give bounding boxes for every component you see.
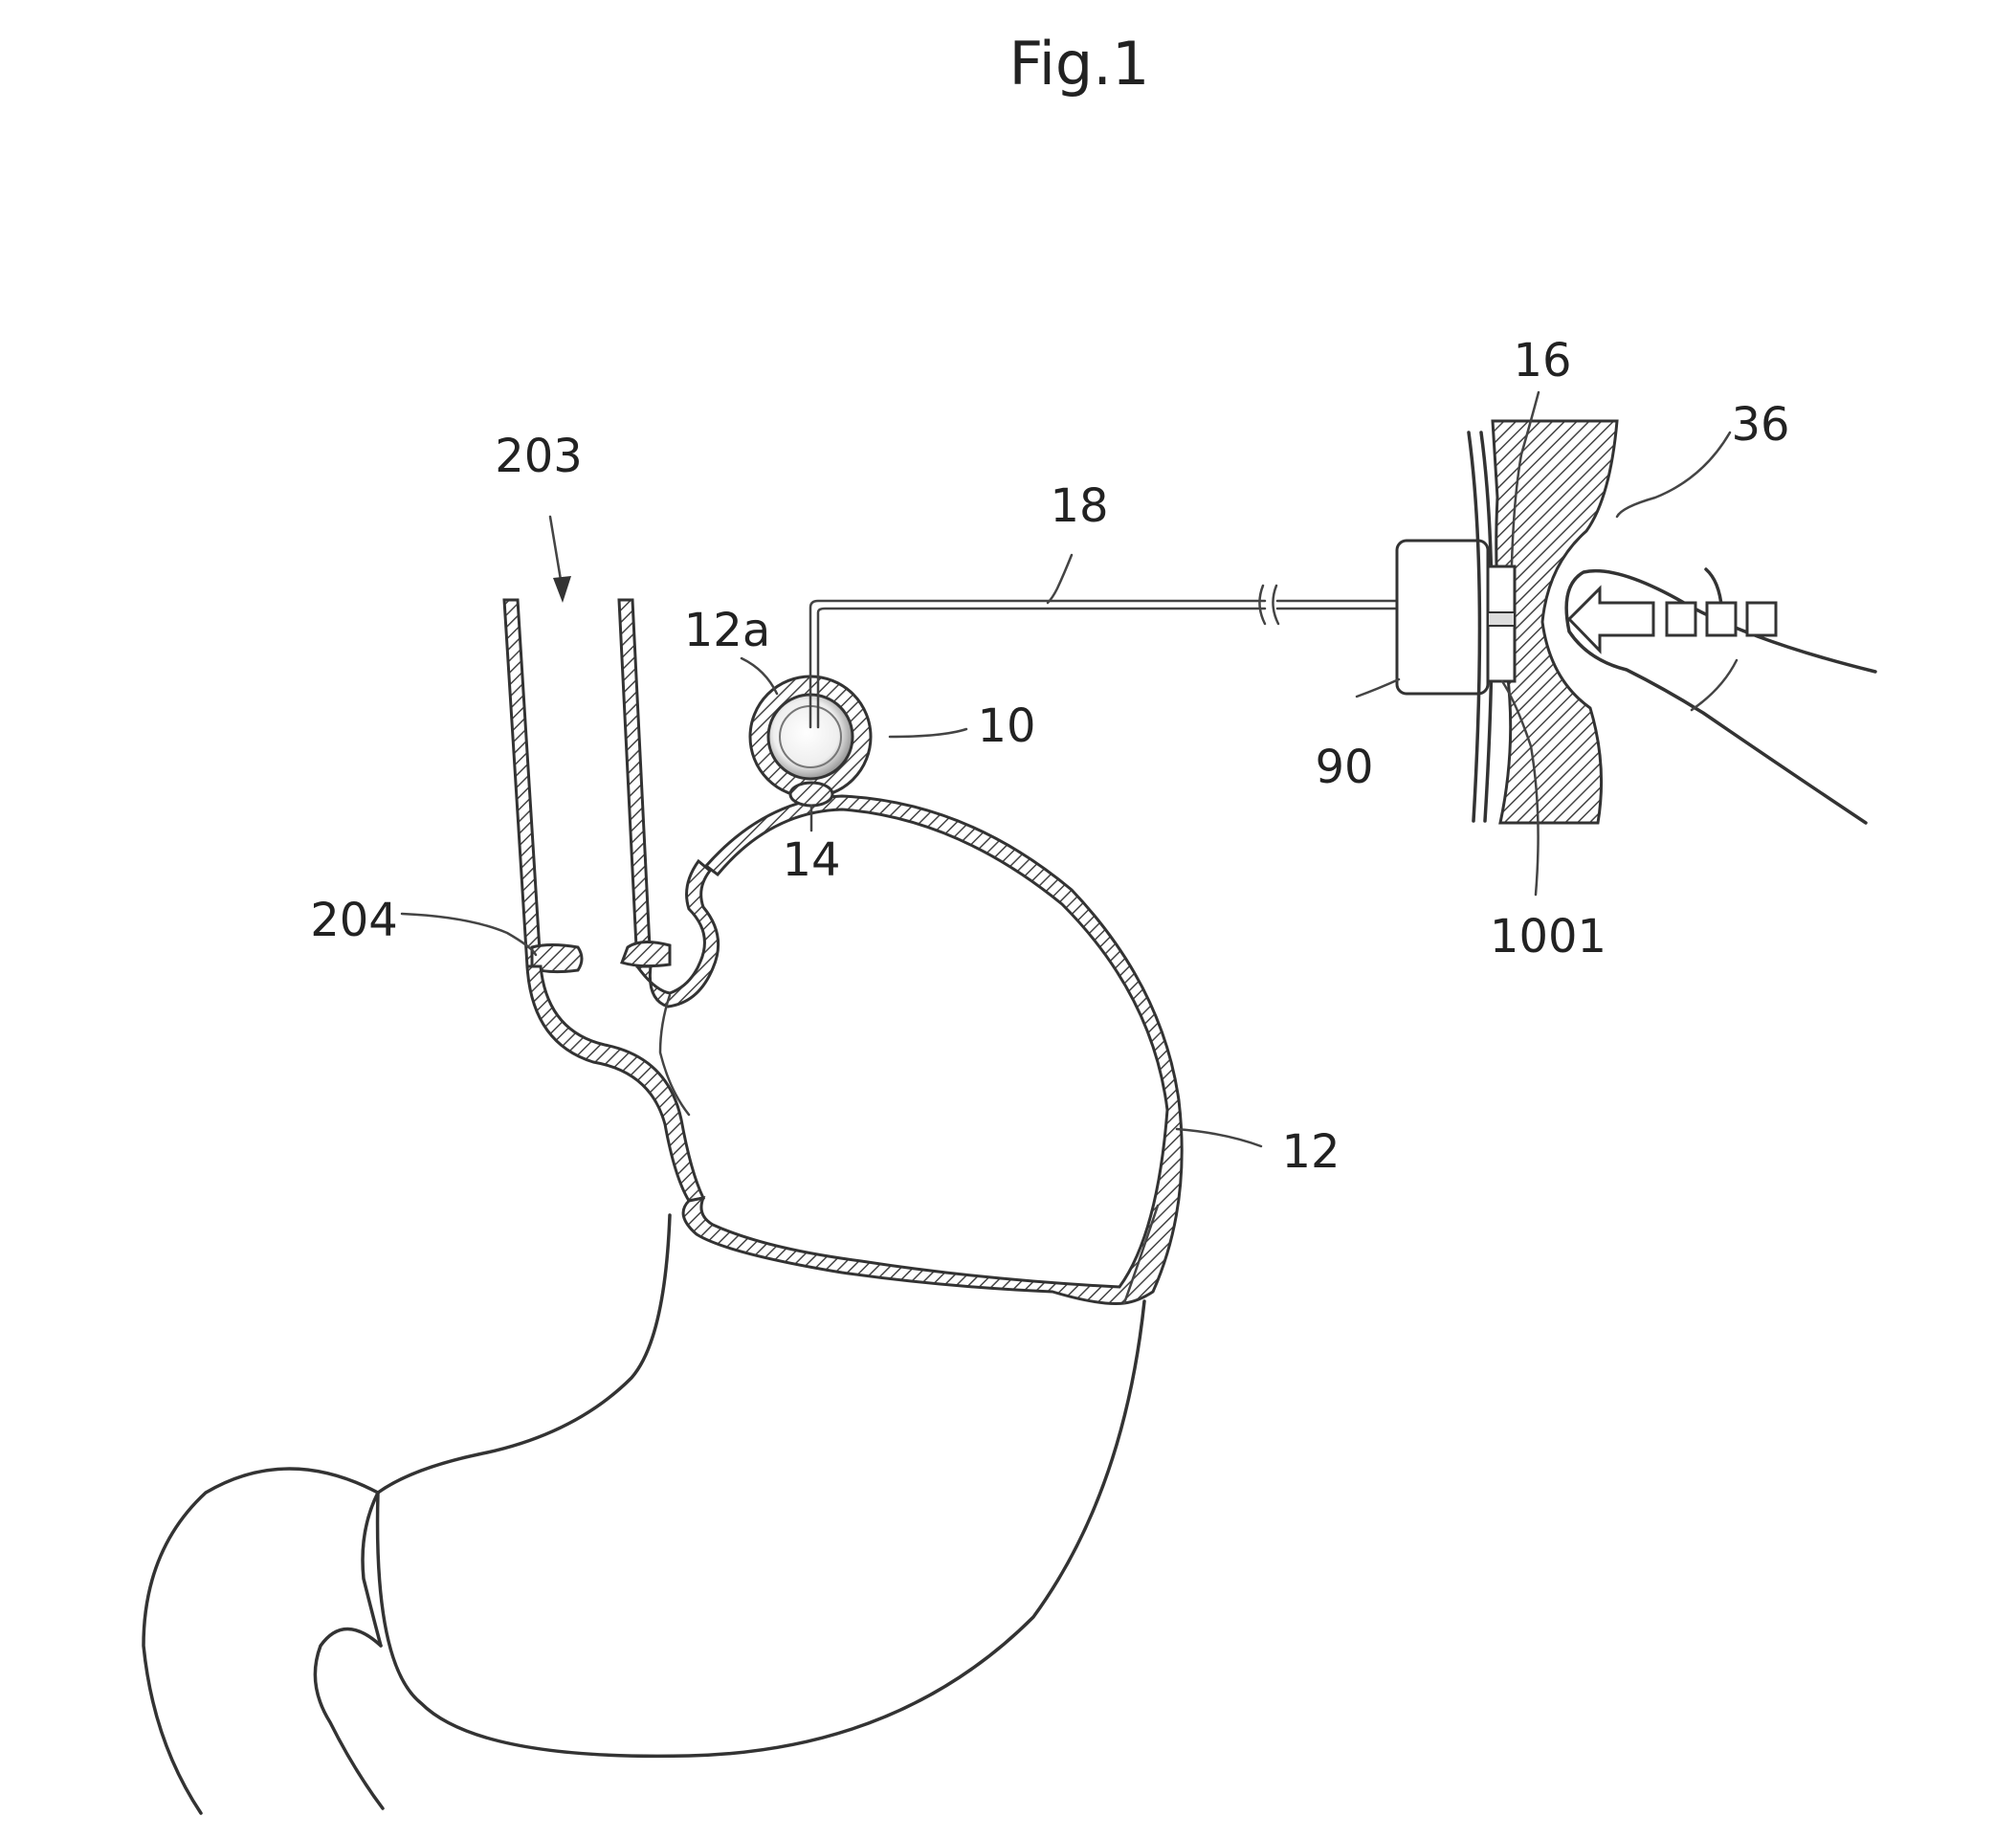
label-12: 12 <box>1281 1125 1340 1179</box>
label-18: 18 <box>1050 479 1108 533</box>
label-36: 36 <box>1731 398 1789 452</box>
lower-stomach <box>144 1215 1144 1813</box>
label-203: 203 <box>495 430 583 483</box>
label-14: 14 <box>782 833 840 887</box>
label-10: 10 <box>977 699 1035 753</box>
press-arrow <box>1569 588 1653 651</box>
stomach-band <box>660 796 1182 1304</box>
port-90 <box>1397 541 1488 694</box>
arrow-203 <box>550 517 571 603</box>
figure-title: Fig.1 <box>1009 29 1150 99</box>
finger-press <box>1566 569 1875 823</box>
label-16: 16 <box>1513 334 1571 388</box>
tube-18 <box>810 586 1397 727</box>
label-1001: 1001 <box>1490 910 1606 964</box>
label-12a: 12a <box>684 604 771 657</box>
label-90: 90 <box>1315 741 1373 794</box>
label-204: 204 <box>310 894 398 947</box>
